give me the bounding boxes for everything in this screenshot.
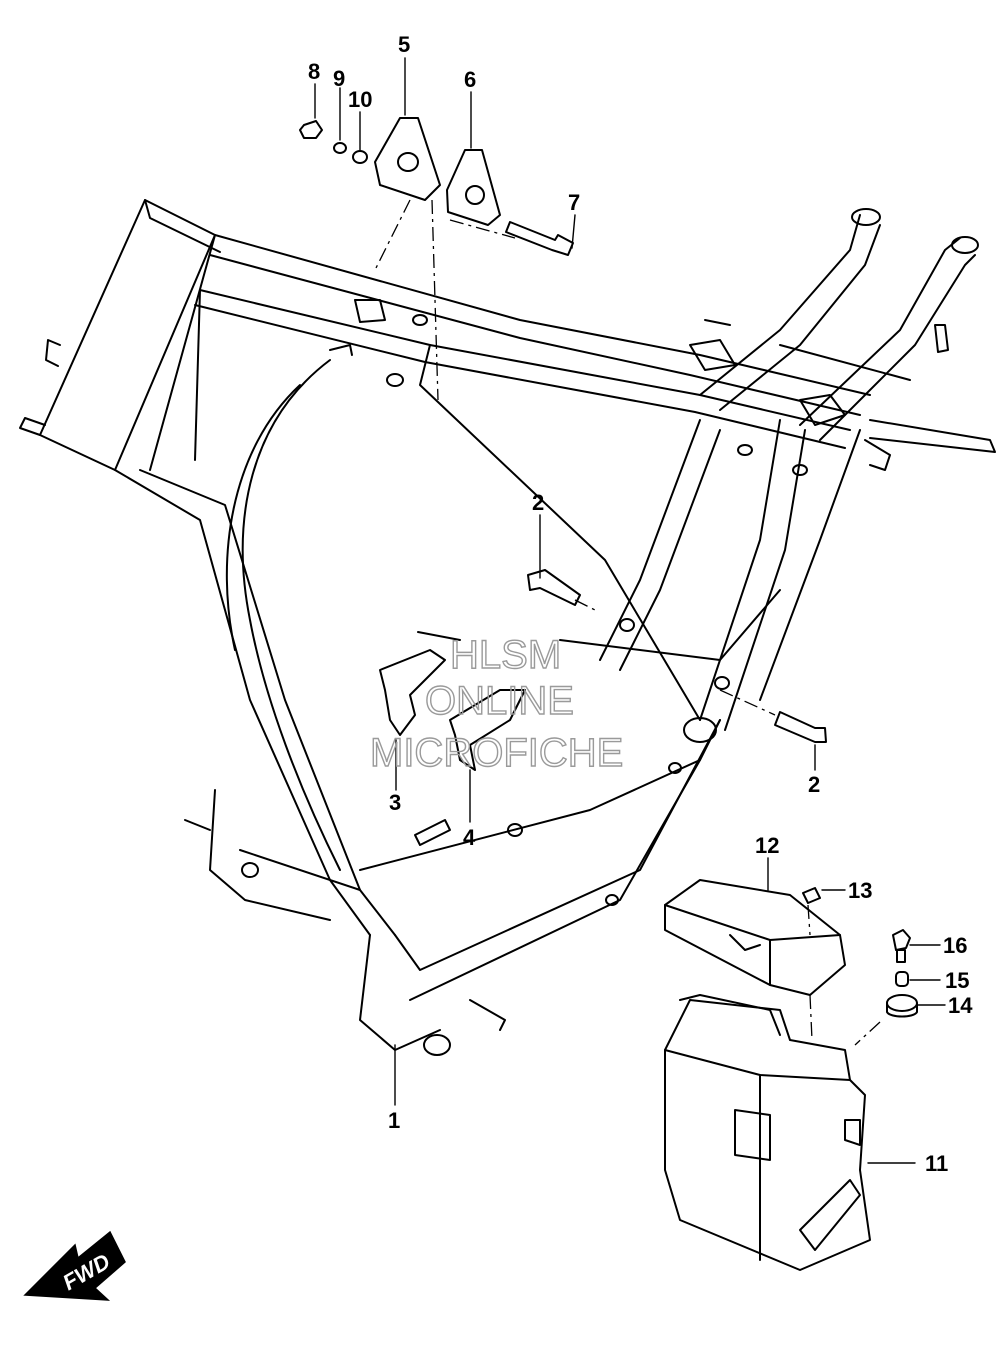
callout-1: 1 — [388, 1108, 400, 1133]
leader-lines — [314, 57, 946, 1164]
watermark-line-1: HLSM — [450, 633, 561, 677]
callout-7: 7 — [568, 190, 580, 215]
callout-5: 5 — [398, 32, 410, 57]
mount-plates-drawing — [299, 117, 827, 743]
callout-10: 10 — [348, 87, 372, 112]
callout-16: 16 — [943, 933, 967, 958]
callout-4: 4 — [463, 825, 476, 850]
callout-2-upper: 2 — [532, 490, 544, 515]
callout-6: 6 — [464, 67, 476, 92]
callout-14: 14 — [948, 993, 973, 1018]
fwd-badge: FWD — [23, 1230, 126, 1301]
watermark-line-2: ONLINE — [425, 679, 574, 723]
callout-15: 15 — [945, 968, 969, 993]
callout-labels: 1 2 2 3 4 5 6 7 8 9 10 11 12 13 14 15 16 — [308, 32, 973, 1176]
callout-13: 13 — [848, 878, 872, 903]
frame-drawing — [19, 199, 996, 1056]
callout-3: 3 — [389, 790, 401, 815]
hardware-drawing — [854, 929, 918, 1046]
watermark: HLSM ONLINE MICROFICHE — [369, 632, 624, 775]
callout-8: 8 — [308, 59, 320, 84]
ecu-drawing — [664, 879, 846, 1041]
bracket-drawing — [379, 631, 526, 846]
callout-2-lower: 2 — [808, 772, 820, 797]
battery-box-drawing — [664, 994, 871, 1271]
callout-12: 12 — [755, 833, 779, 858]
callout-11: 11 — [925, 1151, 948, 1176]
arrow-icon — [23, 1230, 126, 1301]
watermark-line-3: MICROFICHE — [370, 731, 623, 775]
callout-9: 9 — [333, 66, 345, 91]
